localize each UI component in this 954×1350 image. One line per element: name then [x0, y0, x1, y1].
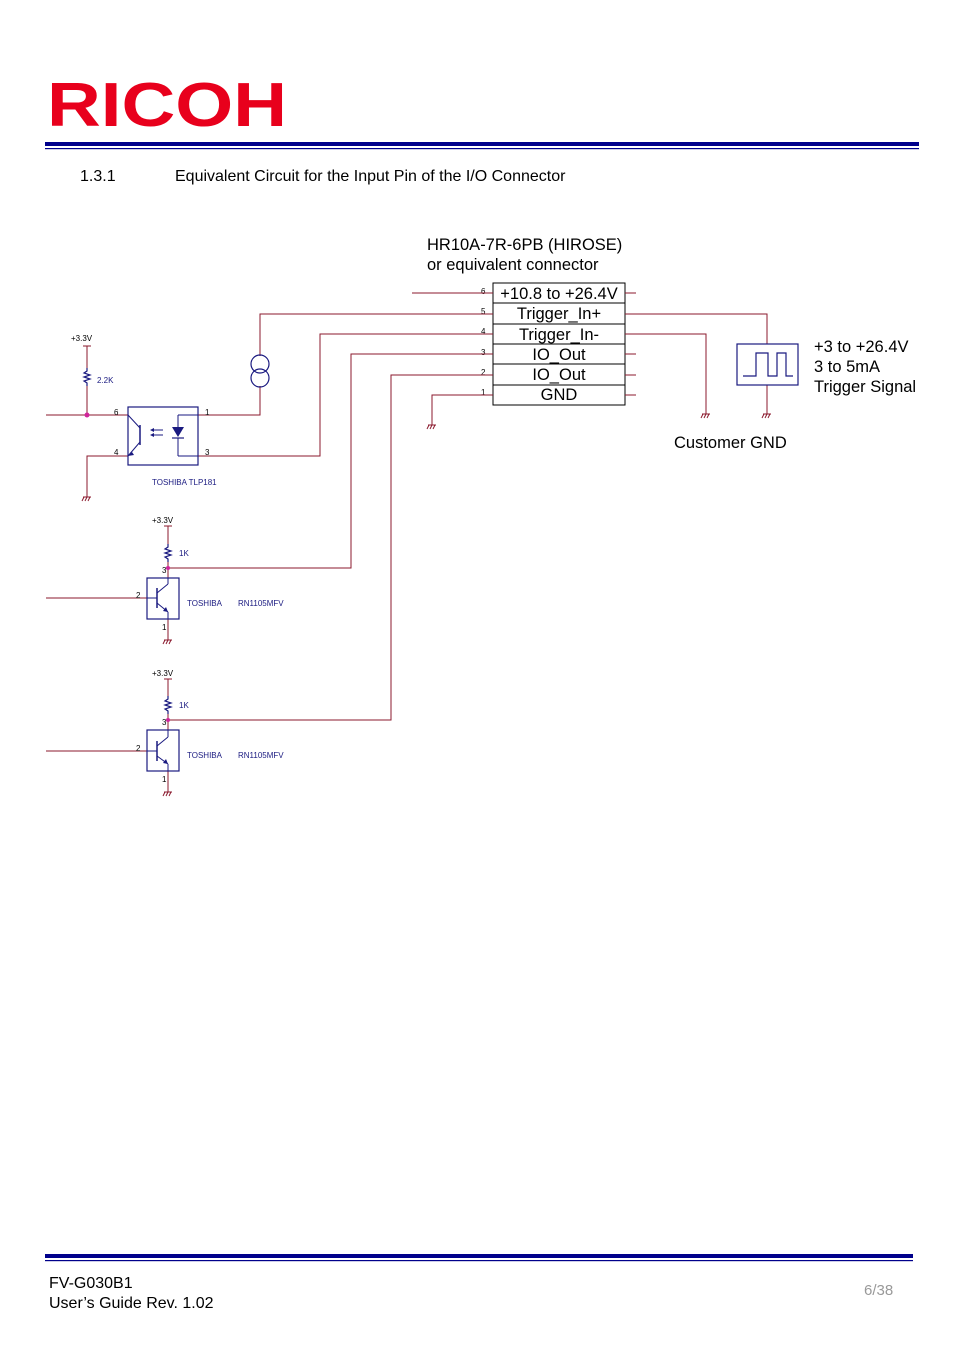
page-number: 6/38	[864, 1282, 894, 1299]
opto-supply-label: +3.3V	[71, 334, 93, 343]
transistor-1-emitter-pin: 1	[162, 623, 167, 632]
junction-dot	[84, 412, 90, 418]
pin-6-name: +10.8 to +26.4V	[500, 285, 617, 303]
pin-2-name: IO_Out	[532, 366, 586, 384]
pin-5-name: Trigger_In+	[517, 305, 601, 323]
section-title: Equivalent Circuit for the Input Pin of …	[175, 168, 566, 185]
transistor-1-resistor-label: 1K	[179, 549, 189, 558]
transistor-1-maker: TOSHIBA	[187, 599, 223, 608]
transistor-1-supply	[163, 525, 173, 563]
pin-3-name: IO_Out	[532, 346, 586, 364]
pin-1-name: GND	[541, 386, 578, 404]
junction-dot	[166, 718, 170, 722]
transistor-1-supply-label: +3.3V	[152, 516, 174, 525]
pulse-source-icon	[736, 343, 799, 386]
opto-pin-4: 4	[114, 448, 119, 457]
ground-icon	[162, 639, 173, 645]
footer-guide: User’s Guide Rev. 1.02	[49, 1295, 214, 1312]
section-number: 1.3.1	[80, 168, 116, 185]
transistor-2-emitter-pin: 1	[162, 775, 167, 784]
transistor-2-base-pin: 2	[136, 744, 141, 753]
opto-pin-6: 6	[114, 408, 119, 417]
ground-icon	[81, 496, 92, 502]
wires	[46, 292, 768, 792]
pin-6-number: 6	[481, 287, 486, 296]
ground-icon	[700, 413, 711, 419]
connector-label-1: HR10A-7R-6PB (HIROSE)	[427, 236, 622, 254]
opto-pin-3: 3	[205, 448, 210, 457]
transistor-1	[146, 577, 180, 620]
header-rule	[45, 142, 919, 150]
ground-icon	[162, 791, 173, 797]
transistor-2-maker: TOSHIBA	[187, 751, 223, 760]
transistor-2-resistor-label: 1K	[179, 701, 189, 710]
footer-rule	[45, 1254, 913, 1262]
pin-4-number: 4	[481, 327, 486, 336]
transistor-2-supply	[163, 678, 173, 715]
pin-5-number: 5	[481, 307, 486, 316]
footer-model: FV-G030B1	[49, 1275, 133, 1292]
pin-2-number: 2	[481, 368, 486, 377]
opto-resistor-label: 2.2K	[97, 376, 114, 385]
customer-gnd-label: Customer GND	[674, 434, 787, 452]
ground-icon	[426, 424, 437, 430]
source-current: 3 to 5mA	[814, 358, 880, 376]
current-source-icon	[250, 354, 270, 388]
ground-icon	[761, 413, 772, 419]
opto-pin-1: 1	[205, 408, 210, 417]
pin-1-number: 1	[481, 388, 486, 397]
transistor-1-base-pin: 2	[136, 591, 141, 600]
transistor-1-part: RN1105MFV	[238, 599, 284, 608]
pin-4-name: Trigger_In-	[519, 326, 599, 344]
source-label: Trigger Signal	[814, 378, 916, 396]
junction-dot	[166, 566, 170, 570]
opto-part-label: TOSHIBA TLP181	[152, 478, 217, 487]
transistor-2	[146, 729, 180, 772]
pin-3-number: 3	[481, 348, 486, 357]
transistor-1-collector-pin: 3	[162, 566, 167, 575]
connector-label-2: or equivalent connector	[427, 256, 599, 274]
ricoh-logo: RICOH	[47, 74, 287, 132]
transistor-2-collector-pin: 3	[162, 718, 167, 727]
connector-box	[492, 282, 626, 406]
svg-text:RICOH: RICOH	[47, 74, 287, 132]
opto-supply	[82, 345, 92, 387]
transistor-2-part: RN1105MFV	[238, 751, 284, 760]
transistor-2-supply-label: +3.3V	[152, 669, 174, 678]
source-voltage: +3 to +26.4V	[814, 338, 909, 356]
optocoupler	[127, 406, 199, 466]
